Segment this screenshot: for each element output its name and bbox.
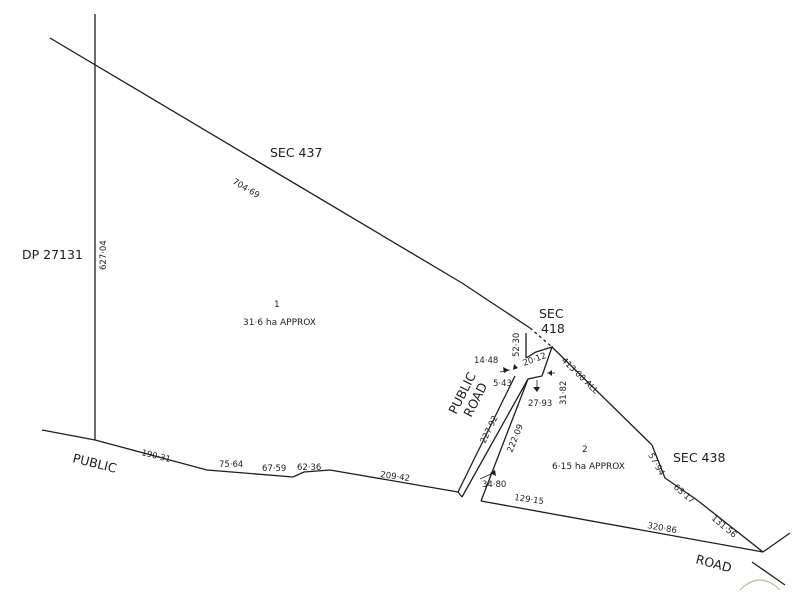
boundary-sec418-dashed — [529, 327, 553, 348]
boundary-road-joint — [457, 491, 463, 498]
boundary-sec437-north — [49, 37, 463, 284]
dimension-label: 209·42 — [380, 470, 411, 484]
boundary-sec438-east — [651, 444, 764, 553]
dimension-label: 63·17 — [671, 483, 696, 506]
dimension-label: 57·94 — [645, 452, 666, 478]
dimension-arrow — [533, 387, 540, 392]
label-sec-437: SEC 437 — [270, 145, 322, 160]
dimension-label: 34·80 — [482, 480, 506, 490]
dimension-label: 75·64 — [219, 460, 243, 470]
lot-2-number: 2 — [582, 445, 588, 455]
boundary-public-road-south — [41, 429, 96, 441]
dimension-label: 227·92 — [479, 414, 501, 445]
dimension-label: 222·09 — [506, 423, 526, 454]
label-sec-418-bottom: 418 — [541, 321, 565, 336]
boundary-road-east-extension — [762, 532, 791, 553]
dimension-label: 190·31 — [140, 448, 171, 465]
watermark-logo — [739, 579, 781, 591]
dimension-label: 131·56 — [709, 514, 738, 541]
boundary-sec437-north-b — [461, 282, 531, 329]
dimension-label: 67·59 — [262, 464, 286, 474]
boundary-lot2-south — [480, 500, 764, 553]
dimension-leader — [499, 369, 511, 373]
dimension-arrow — [513, 364, 518, 370]
label-sec-418-top: SEC — [539, 306, 564, 321]
boundary-lot2-west — [480, 378, 529, 502]
dimension-label: 5·43 — [493, 379, 512, 389]
dimension-label: 31·82 — [559, 381, 569, 405]
dimension-label: 52·30 — [512, 333, 522, 357]
boundary-road-south-east — [751, 561, 786, 586]
boundary-public-road-east-side — [461, 378, 529, 498]
dimension-label: 704·69 — [230, 177, 261, 201]
dimension-label: 62·36 — [297, 463, 321, 473]
lot-1-number: 1 — [274, 300, 280, 310]
dimension-label: 129·15 — [514, 493, 545, 507]
boundary-lot1-south — [94, 439, 459, 493]
label-road-right: ROAD — [694, 551, 733, 575]
dimension-label: 14·48 — [474, 356, 498, 366]
boundary-sec438-north — [551, 346, 653, 446]
dimension-leader — [479, 472, 494, 480]
label-sec-438: SEC 438 — [673, 450, 725, 465]
lot-1-area: 31·6 ha APPROX — [243, 318, 316, 328]
lot-2-area: 6·15 ha APPROX — [552, 462, 625, 472]
label-public-left: PUBLIC — [71, 450, 118, 475]
dimension-label: 27·93 — [528, 399, 552, 409]
boundary-public-road-west-side — [457, 375, 516, 493]
label-dp-27131: DP 27131 — [22, 247, 83, 262]
dimension-label: 627·04 — [99, 240, 109, 270]
